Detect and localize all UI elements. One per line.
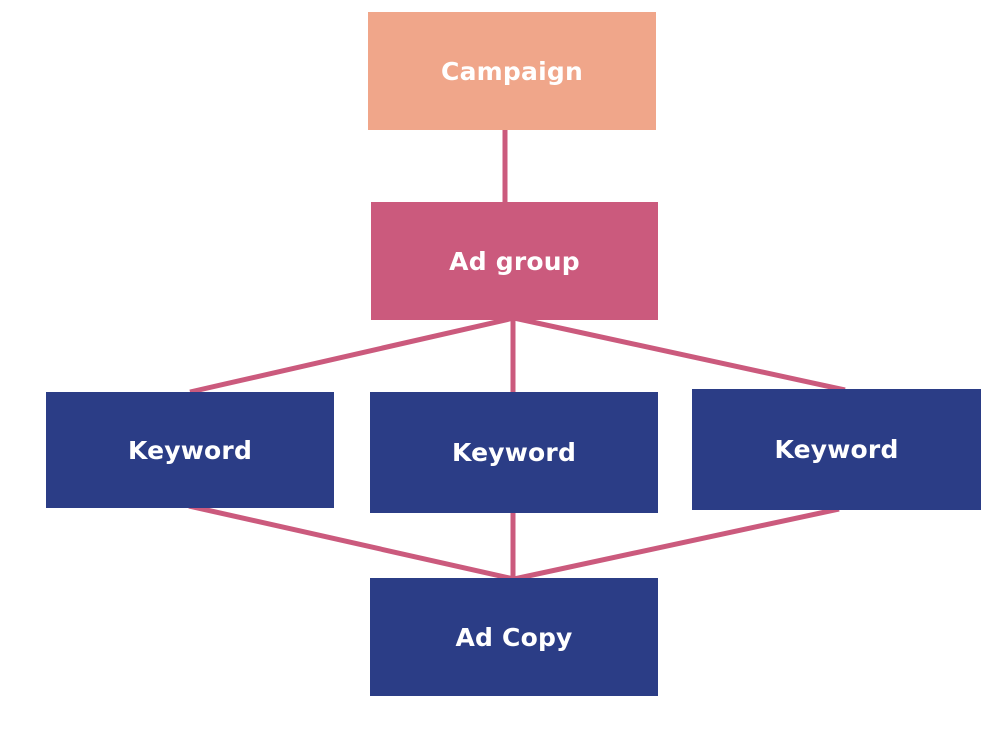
node-ad-copy-label: Ad Copy [455, 622, 573, 652]
node-keyword-2-label: Keyword [451, 438, 577, 467]
node-campaign-label: Campaign [441, 56, 583, 86]
node-ad-group[interactable]: Ad group [371, 202, 658, 320]
node-keyword-1-label: Keyword [127, 435, 253, 465]
edge-ad-group-to-keyword-1 [189, 315, 515, 395]
node-keyword-3-label: Keyword [774, 435, 899, 464]
edge-keyword-3-to-ad-copy [513, 506, 840, 582]
node-ad-group-label: Ad group [449, 246, 580, 276]
edge-ad-group-to-keyword-3 [513, 315, 846, 393]
node-keyword-3[interactable]: Keyword [692, 389, 981, 510]
node-keyword-2[interactable]: Keyword [370, 392, 658, 513]
edge-keyword-1-to-ad-copy [188, 503, 515, 582]
node-keyword-1[interactable]: Keyword [46, 392, 334, 508]
node-ad-copy[interactable]: Ad Copy [370, 578, 658, 696]
node-campaign[interactable]: Campaign [368, 12, 656, 130]
